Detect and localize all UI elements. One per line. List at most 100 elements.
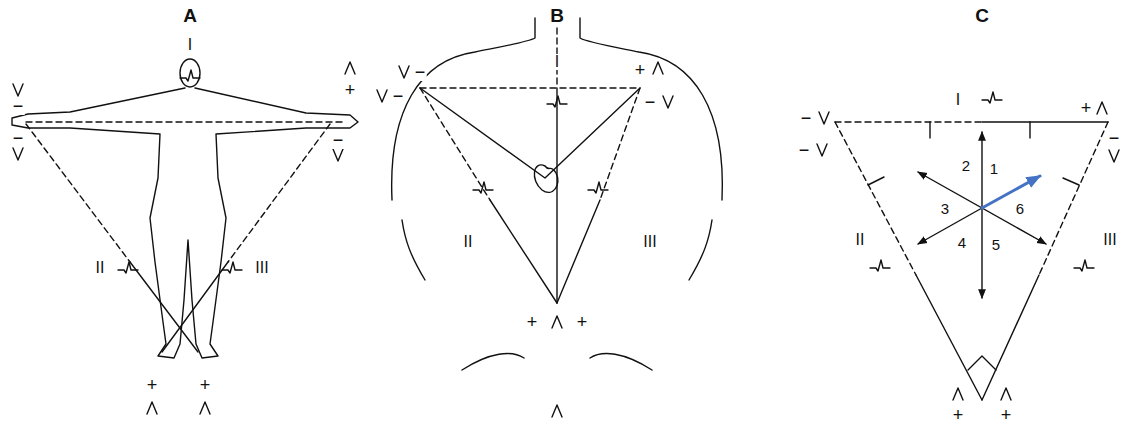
polarity-sign: − — [12, 129, 25, 147]
deflection-up — [345, 62, 355, 74]
ecg-wave — [118, 262, 138, 273]
lead-line — [490, 200, 557, 303]
lead-name: III — [1102, 232, 1117, 248]
panel-letter: A — [182, 6, 198, 25]
ecg-wave — [588, 182, 608, 193]
lead-name: III — [642, 234, 657, 250]
sector-number: 4 — [957, 235, 967, 250]
hip-outline — [590, 354, 652, 370]
torso-outline — [402, 220, 425, 280]
torso-outline — [580, 18, 722, 200]
torso-outline — [689, 220, 712, 280]
sector-number: 6 — [1015, 201, 1025, 216]
sector-number: 1 — [989, 161, 999, 176]
polarity-sign: − — [392, 87, 405, 105]
lead-name: II — [463, 234, 474, 250]
ecg-wave — [222, 262, 242, 273]
torso-outline — [392, 18, 535, 200]
lead-line — [916, 275, 982, 400]
deflection-up — [1097, 102, 1107, 114]
deflection-down — [663, 96, 673, 108]
polarity-sign: − — [644, 93, 657, 111]
deflection-down — [819, 112, 829, 124]
polarity-sign: − — [332, 131, 345, 149]
polarity-sign: + — [634, 61, 647, 79]
ecg-wave — [473, 182, 493, 193]
lead-line — [420, 87, 640, 88]
lead-line — [420, 88, 490, 200]
lead-line — [228, 124, 330, 262]
lead-line — [835, 122, 916, 275]
polarity-sign: − — [1108, 129, 1121, 147]
deflection-up — [200, 402, 210, 414]
lead-line — [26, 124, 130, 262]
lead-name: II — [855, 232, 866, 248]
ecg-wave — [982, 92, 1002, 103]
axis-arrow — [981, 132, 982, 298]
polarity-sign: + — [1000, 406, 1013, 424]
sector-number: 3 — [940, 201, 950, 216]
polarity-sign: − — [12, 97, 25, 115]
lead-line — [26, 121, 345, 122]
polarity-sign: − — [800, 109, 813, 127]
sector-number: 2 — [961, 158, 971, 173]
body-outline — [12, 88, 358, 358]
lead-line — [835, 121, 982, 122]
projection-bracket — [968, 356, 996, 370]
polarity-sign: + — [576, 313, 589, 331]
mean-axis-arrow — [982, 176, 1040, 208]
deflection-down — [13, 84, 23, 96]
axis-arrow — [918, 172, 1046, 244]
sector-number: 5 — [991, 237, 1001, 252]
head-outline — [180, 59, 200, 87]
heart-symbol — [534, 165, 558, 192]
projection-bracket — [929, 122, 930, 138]
lead-line — [600, 88, 640, 200]
polarity-sign: + — [199, 376, 212, 394]
ecg-wave — [870, 260, 890, 271]
lead-name: II — [95, 260, 106, 276]
hip-outline — [462, 354, 524, 370]
lead-name: III — [254, 260, 269, 276]
navel-mark — [552, 405, 562, 417]
ecg-wave — [547, 96, 567, 107]
panel-letter: C — [974, 6, 990, 25]
lead-line — [557, 200, 600, 303]
deflection-up — [953, 388, 963, 400]
lead-name: I — [554, 54, 560, 70]
lead-line — [1039, 122, 1108, 275]
deflection-up — [1001, 388, 1011, 400]
projection-bracket — [1029, 122, 1030, 138]
lead-line — [130, 262, 198, 352]
deflection-down — [817, 144, 827, 156]
lead-name: I — [955, 92, 961, 108]
polarity-sign: + — [146, 376, 159, 394]
polarity-sign: + — [952, 406, 965, 424]
polarity-sign: − — [414, 63, 427, 81]
heart-vector-line — [556, 88, 557, 303]
deflection-up — [653, 62, 663, 74]
deflection-down — [399, 66, 409, 78]
projection-bracket — [1063, 178, 1079, 185]
ecg-wave — [180, 70, 200, 81]
lead-line — [982, 275, 1039, 400]
deflection-down — [13, 148, 23, 160]
polarity-sign: + — [1080, 99, 1093, 117]
polarity-sign: + — [344, 81, 357, 99]
lead-name: I — [187, 37, 193, 53]
deflection-down — [1109, 150, 1119, 162]
deflection-down — [377, 90, 387, 102]
projection-bracket — [868, 177, 884, 185]
polarity-sign: − — [798, 141, 811, 159]
heart-vector-line — [420, 88, 640, 178]
deflection-down — [333, 149, 343, 161]
deflection-up — [552, 316, 562, 328]
polarity-sign: + — [526, 313, 539, 331]
ecg-wave — [1074, 260, 1094, 271]
lead-line — [982, 121, 1108, 122]
panel-letter: B — [549, 6, 565, 25]
lead-line — [162, 262, 228, 352]
deflection-up — [147, 402, 157, 414]
